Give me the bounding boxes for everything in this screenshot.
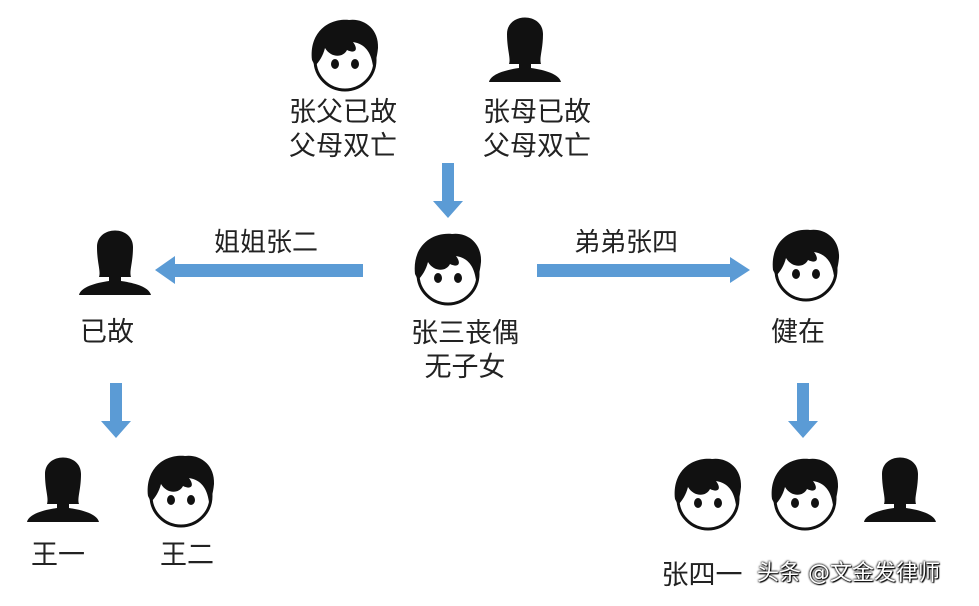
mother-female-avatar-icon (489, 17, 561, 82)
arrow-left-sister (155, 256, 363, 284)
father-male-avatar-icon (310, 18, 380, 92)
center-male-avatar-icon (413, 232, 483, 306)
arrow-right-brother (537, 257, 750, 283)
father-line1: 张父已故 (289, 97, 397, 128)
brother-relation-label: 弟弟张四 (573, 228, 679, 258)
child-wang2-name: 王二 (160, 540, 214, 571)
center-line2: 无子女 (424, 352, 506, 383)
child-wang2-male-avatar-icon (146, 454, 216, 528)
arrow-down-parents (433, 163, 463, 218)
child-zhang4-3-female-avatar-icon (864, 457, 936, 522)
child-zhang4-1-name: 张四一 (661, 560, 743, 591)
mother-line1: 张母已故 (483, 97, 591, 128)
child-zhang4-1-male-avatar-icon (673, 457, 743, 531)
center-line1: 张三丧偶 (411, 318, 519, 349)
brother-status: 健在 (771, 317, 825, 348)
father-label: 张父已故 父母双亡 (289, 96, 397, 164)
brother-male-avatar-icon (771, 228, 841, 302)
watermark: 头条 @文金发律师 (757, 561, 940, 586)
child-zhang4-2-male-avatar-icon (770, 457, 840, 531)
mother-line2: 父母双亡 (483, 131, 591, 162)
arrow-down-sister-children (101, 383, 131, 438)
sister-relation-label: 姐姐张二 (213, 228, 319, 258)
father-line2: 父母双亡 (289, 131, 397, 162)
child-wang1-name: 王一 (31, 540, 85, 571)
arrow-down-brother-children (788, 383, 818, 438)
sister-status: 已故 (80, 317, 134, 348)
center-label: 张三丧偶 无子女 (411, 317, 519, 385)
child-wang1-female-avatar-icon (27, 457, 99, 522)
mother-label: 张母已故 父母双亡 (483, 96, 591, 164)
sister-female-avatar-icon (79, 230, 151, 295)
